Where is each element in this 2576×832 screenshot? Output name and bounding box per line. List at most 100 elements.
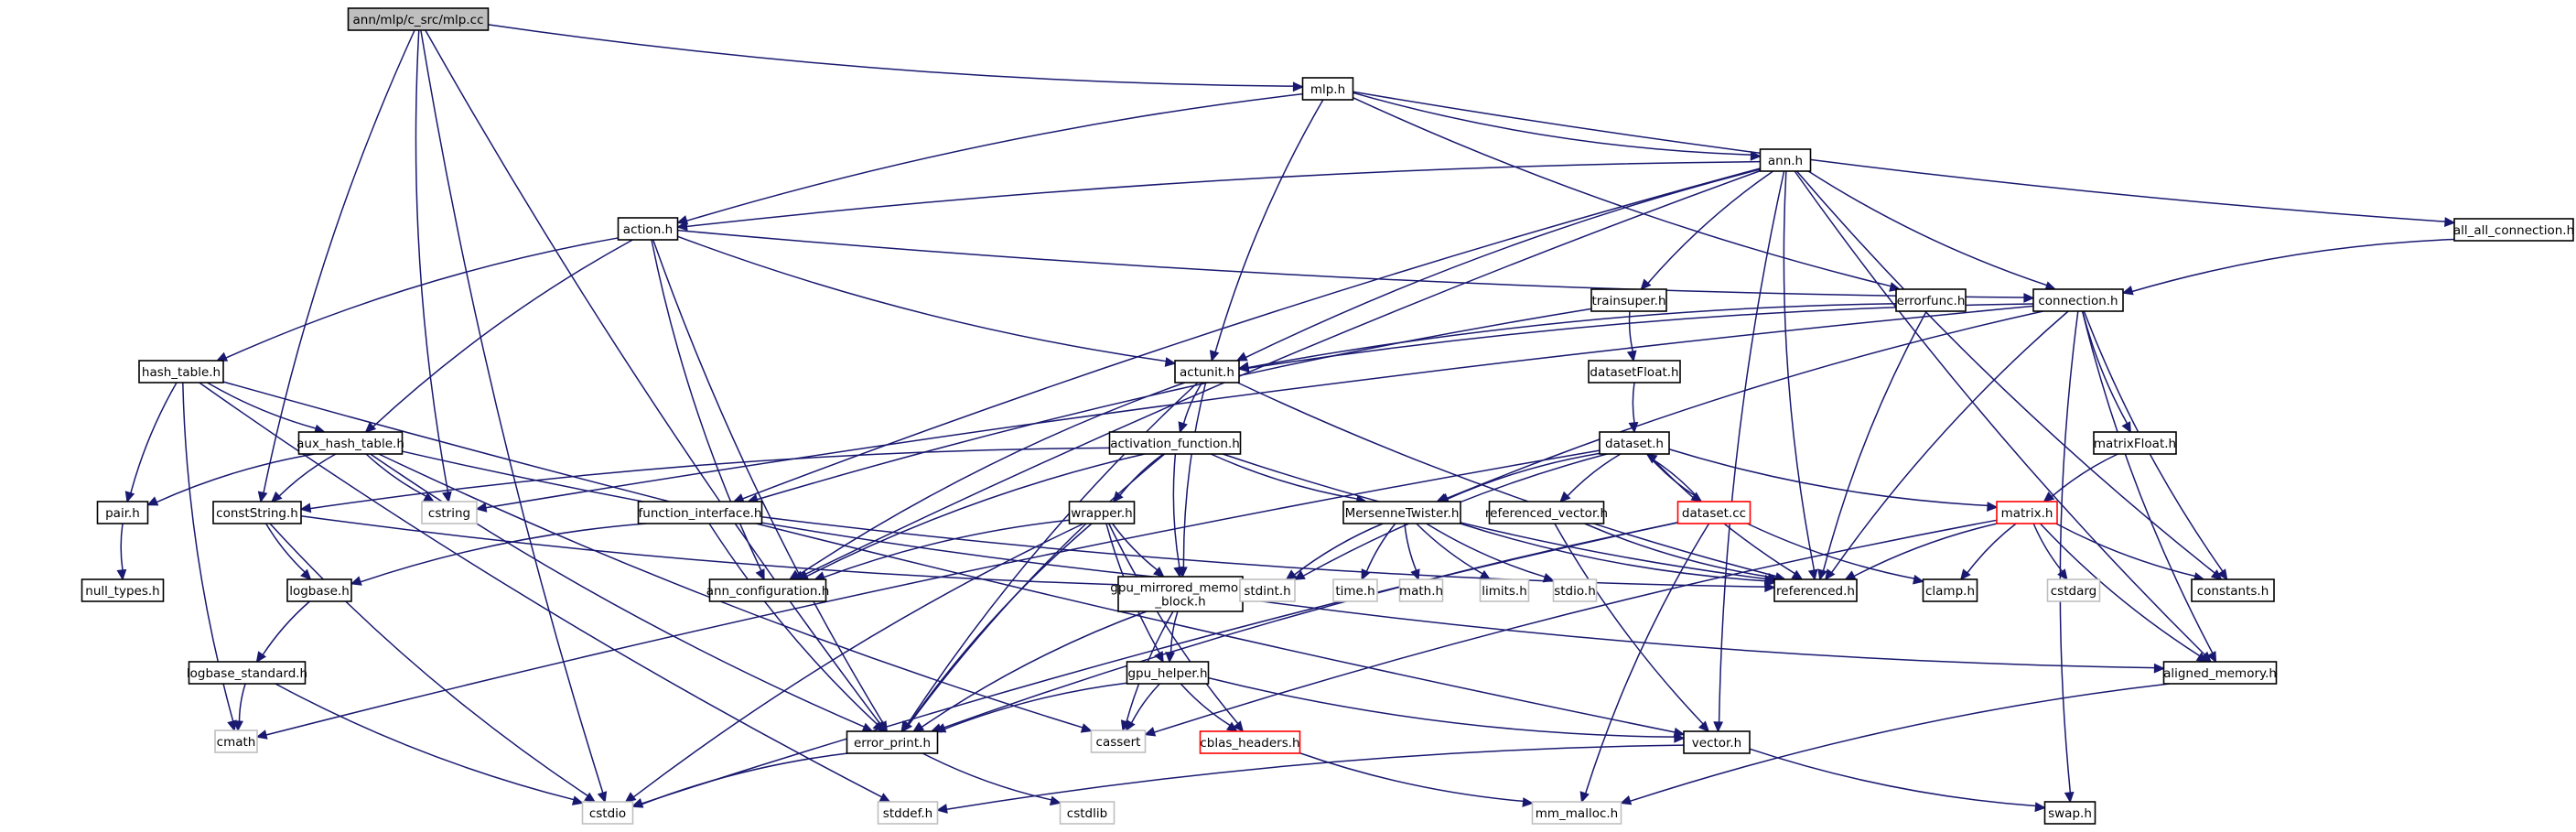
node-ann-configuration-h[interactable]: ann_configuration.h	[706, 578, 830, 602]
node-actunit-h[interactable]: actunit.h	[1174, 360, 1240, 384]
node-cstdio: cstdio	[581, 801, 634, 825]
node-action-h[interactable]: action.h	[617, 217, 679, 241]
node-gpu-mirrored-memory-block-h[interactable]: gpu_mirrored_memory_block.h	[1110, 576, 1251, 612]
edge-activation-to-constString	[299, 447, 1110, 513]
edge-line	[946, 744, 1685, 811]
node-aux-hash-table-h[interactable]: aux_hash_table.h	[296, 431, 404, 455]
node-ann-h[interactable]: ann.h	[1759, 148, 1812, 172]
arrowhead-icon	[597, 791, 608, 804]
edge-ann_h-to-vector_h	[1713, 170, 1785, 733]
edge-mlp_cc-to-constString	[257, 29, 415, 503]
edge-line	[1718, 170, 1785, 723]
node-box	[212, 501, 302, 524]
arrowhead-icon	[1620, 795, 1633, 805]
node-trainsuper-h[interactable]: trainsuper.h	[1590, 288, 1667, 312]
node-aligned-memory-h[interactable]: aligned_memory.h	[2162, 661, 2278, 685]
edge-mersenne-to-stdint	[1285, 523, 1384, 580]
node-null-types-h[interactable]: null_types.h	[81, 578, 165, 602]
edge-line	[922, 752, 1052, 801]
node-matrixfloat-h[interactable]: matrixFloat.h	[2093, 431, 2177, 455]
arrowhead-icon	[1522, 797, 1534, 807]
edge-line	[372, 239, 633, 427]
node-label: stddef.h	[883, 806, 932, 821]
edge-line	[1237, 382, 1777, 578]
edge-matrixFloat-to-matrix_h	[2042, 453, 2118, 502]
edge-hash_table-to-pair_h	[124, 382, 178, 503]
node-box	[1895, 288, 1967, 312]
node-gpu-helper-h[interactable]: gpu_helper.h	[1126, 661, 1210, 685]
node-label: cmath	[217, 735, 256, 750]
node-matrix-h[interactable]: matrix.h	[1996, 501, 2058, 524]
node-dataset-h[interactable]: dataset.h	[1599, 431, 1670, 455]
node-datasetfloat-h[interactable]: datasetFloat.h	[1588, 360, 1681, 384]
node-box	[2043, 801, 2096, 825]
edge-line	[921, 610, 1148, 729]
node-dataset-cc[interactable]: dataset.cc	[1676, 501, 1751, 524]
arrowhead-icon	[2217, 568, 2228, 581]
node-cblas-headers-h[interactable]: cblas_headers.h	[1199, 730, 1301, 754]
arrowhead-icon	[934, 723, 947, 733]
node-constants-h[interactable]: constants.h	[2191, 578, 2275, 602]
arrowhead-icon	[2057, 568, 2068, 581]
node-ann-mlp-c-src-mlp-cc[interactable]: ann/mlp/c_src/mlp.cc	[347, 7, 490, 31]
node-box	[2032, 288, 2124, 312]
node-function-interface-h[interactable]: function_interface.h	[637, 501, 763, 524]
node-label: referenced.h	[1776, 584, 1855, 599]
node-swap-h[interactable]: swap.h	[2043, 801, 2096, 825]
node-mersennetwister-h[interactable]: MersenneTwister.h	[1342, 501, 1461, 524]
edge-line	[263, 29, 415, 493]
node-error-print-h[interactable]: error_print.h	[846, 730, 939, 754]
node-referenced-vector-h[interactable]: referenced_vector.h	[1485, 501, 1608, 524]
arrowhead-icon	[2121, 421, 2131, 434]
edge-connection-to-mersenne	[1435, 310, 2043, 503]
node-box	[1090, 729, 1147, 753]
edge-line	[1111, 523, 1159, 571]
node-clamp-h[interactable]: clamp.h	[1922, 578, 1978, 602]
edge-line	[402, 450, 1232, 586]
edge-aux_hash-to-cassert	[378, 453, 1093, 733]
edge-line	[1153, 519, 1998, 733]
arrowhead-icon	[936, 804, 948, 814]
node-logbase-h[interactable]: logbase.h	[286, 578, 352, 602]
node-logbase-standard-h[interactable]: logbase_standard.h	[187, 661, 307, 685]
node-hash-table-h[interactable]: hash_table.h	[138, 360, 224, 384]
node-label: trainsuper.h	[1591, 294, 1665, 308]
node-pair-h[interactable]: pair.h	[96, 501, 149, 524]
node-box	[1342, 501, 1461, 524]
node-box	[1239, 578, 1296, 602]
edge-line	[677, 235, 1167, 362]
edge-logbase_std-to-cstdio	[275, 683, 584, 805]
edge-line	[761, 515, 1766, 588]
node-all-all-connection-h[interactable]: all_all_connection.h	[2453, 218, 2574, 242]
node-box	[1398, 578, 1444, 602]
arrowhead-icon	[1807, 568, 1818, 581]
edge-line	[742, 167, 1761, 500]
edge-errorfunc-to-referenced	[1817, 310, 1927, 581]
arrowhead-icon	[1361, 568, 1371, 581]
arrowhead-icon	[878, 793, 891, 803]
node-referenced-h[interactable]: referenced.h	[1773, 578, 1858, 602]
node-limits-h: limits.h	[1479, 578, 1530, 602]
edge-matrix_h-to-referenced	[1844, 523, 1998, 580]
edge-ann_h-to-action_h	[676, 160, 1761, 232]
node-conststring-h[interactable]: constString.h	[212, 501, 302, 524]
node-activation-function-h[interactable]: activation_function.h	[1108, 431, 1242, 455]
edge-line	[708, 523, 878, 725]
edge-gpu_mirrored-to-error_print	[912, 610, 1148, 732]
node-mlp-h[interactable]: mlp.h	[1301, 77, 1354, 101]
node-label: cstdarg	[2051, 584, 2096, 599]
arrowhead-icon	[1559, 491, 1571, 503]
node-connection-h[interactable]: connection.h	[2032, 288, 2124, 312]
edge-line	[632, 523, 1084, 798]
node-label: stdint.h	[1244, 584, 1290, 599]
edge-line	[238, 683, 246, 722]
node-wrapper-h[interactable]: wrapper.h	[1068, 501, 1136, 524]
node-errorfunc-h[interactable]: errorfunc.h	[1895, 288, 1967, 312]
edge-line	[300, 514, 1232, 589]
node-box	[846, 730, 939, 754]
node-vector-h[interactable]: vector.h	[1683, 730, 1751, 754]
arrowhead-icon	[1713, 721, 1724, 733]
arrowhead-icon	[1479, 569, 1492, 580]
edge-line	[269, 523, 588, 797]
node-box	[1059, 801, 1116, 825]
